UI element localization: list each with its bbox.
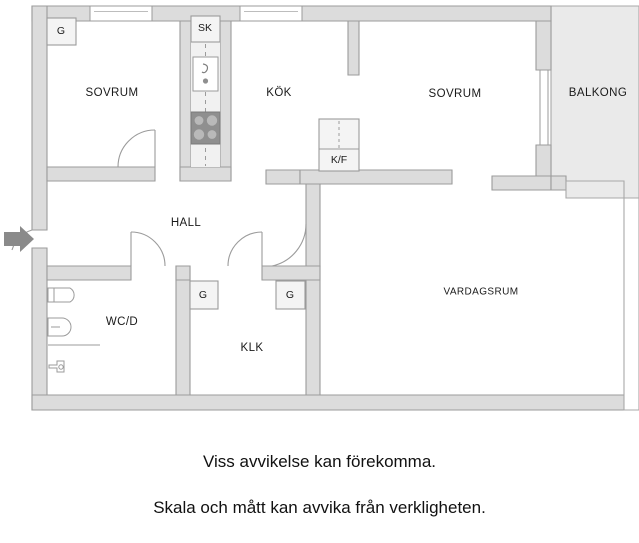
- room-label-wcd: WC/D: [106, 316, 138, 328]
- stove-burner-3: [193, 129, 205, 140]
- wall-balcony-connector: [550, 175, 567, 191]
- outer-walls: [31, 5, 639, 411]
- washing-machine: [48, 360, 65, 373]
- room-label-klk: KLK: [241, 342, 264, 354]
- sk-closet-box: [190, 15, 221, 43]
- floor-plan-root: SOVRUM KÖK SOVRUM BALKONG HALL WC/D KLK …: [4, 5, 639, 517]
- wall-bottom: [31, 394, 639, 411]
- wall-right-bedroom-upper: [535, 20, 552, 71]
- balcony-area: [550, 5, 639, 199]
- label-garderob-klk-left: G: [199, 289, 207, 301]
- room-label-hall: HALL: [171, 217, 202, 229]
- washing-machine-drum-icon: [58, 364, 64, 370]
- garderob-sovrum-left-box: [46, 17, 77, 46]
- windows-top: [89, 5, 303, 22]
- balcony-door-leaf: [539, 69, 549, 146]
- door-arc-living: [271, 223, 307, 267]
- door-arc-sovrum-left: [117, 129, 156, 168]
- room-label-balkong: BALKONG: [569, 87, 627, 99]
- fridge-freezer-unit: [318, 118, 360, 172]
- wall-kok-column-right: [219, 20, 232, 182]
- wall-kok-column-bottom: [179, 166, 232, 182]
- wall-hall-bottom-left: [46, 265, 132, 281]
- floor-plan-drawing: SOVRUM KÖK SOVRUM BALKONG HALL WC/D KLK …: [4, 5, 639, 411]
- wall-sovrum-kok: [179, 20, 192, 182]
- stove-burner-1: [194, 116, 204, 125]
- wall-sovrum-right-bottom: [491, 175, 552, 191]
- wall-sovrum-left-bottom: [46, 166, 156, 182]
- entrance-arrow: [4, 226, 34, 252]
- room-label-kok: KÖK: [266, 87, 292, 99]
- entrance-arrow-glyph: [4, 226, 34, 252]
- wall-klk-right: [305, 265, 321, 396]
- wall-klk-top-left: [175, 265, 191, 281]
- garderob-klk-left-box: [189, 280, 219, 310]
- wall-wcd-right: [175, 265, 191, 396]
- stove-burner-2: [206, 115, 218, 126]
- caption-line-1: Viss avvikelse kan förekomma.: [202, 451, 437, 471]
- closet-boxes: [46, 17, 306, 310]
- bathroom-fixtures: [47, 287, 100, 373]
- kitchen-sink: [192, 56, 219, 92]
- label-garderob-sovrum-left: G: [57, 25, 65, 37]
- balcony-door: [535, 20, 552, 182]
- toilet-cistern: [47, 287, 55, 303]
- room-label-vardagsrum: VARDAGSRUM: [444, 287, 519, 298]
- wall-kok-bottom-right: [299, 169, 453, 185]
- fixture-box-labels: G SK K/F G G: [57, 22, 347, 301]
- sink-drain-icon: [202, 78, 209, 84]
- wall-living-top-right: [565, 180, 625, 199]
- wall-klk-top-right: [261, 265, 321, 281]
- wall-hall-living-divider: [305, 183, 321, 267]
- plan-caption: Viss avvikelse kan förekomma. Skala och …: [0, 428, 639, 543]
- label-kylfrys: K/F: [331, 154, 347, 166]
- kitchen-column-fixtures: [190, 15, 221, 167]
- room-label-sovrum-left: SOVRUM: [86, 87, 139, 99]
- toilet-bowl: [53, 287, 75, 303]
- wall-left-lower: [31, 247, 48, 411]
- room-labels: SOVRUM KÖK SOVRUM BALKONG HALL WC/D KLK …: [86, 87, 627, 354]
- door-arc-klk: [227, 231, 263, 267]
- garderob-klk-right-box: [275, 280, 306, 310]
- door-swings: [11, 129, 307, 267]
- label-garderob-klk-right: G: [286, 289, 294, 301]
- wall-right-living: [623, 197, 639, 411]
- wall-left-upper: [31, 5, 48, 231]
- caption-line-2: Skala och mått kan avvika från verklighe…: [153, 497, 486, 517]
- label-sk-closet: SK: [198, 22, 212, 34]
- wall-kok-sovrum-right: [347, 20, 360, 76]
- room-label-sovrum-right: SOVRUM: [429, 88, 482, 100]
- interior-walls-lower: [46, 183, 321, 396]
- sink-faucet-icon: [201, 63, 209, 74]
- window-sovrum-left: [89, 5, 153, 22]
- balcony-slab: [550, 5, 639, 199]
- wall-kok-bottom-left: [265, 169, 301, 185]
- interior-walls-upper: [46, 20, 625, 199]
- door-arc-wcd: [130, 231, 166, 267]
- window-kok: [239, 5, 303, 22]
- stove-burner-4: [207, 130, 217, 139]
